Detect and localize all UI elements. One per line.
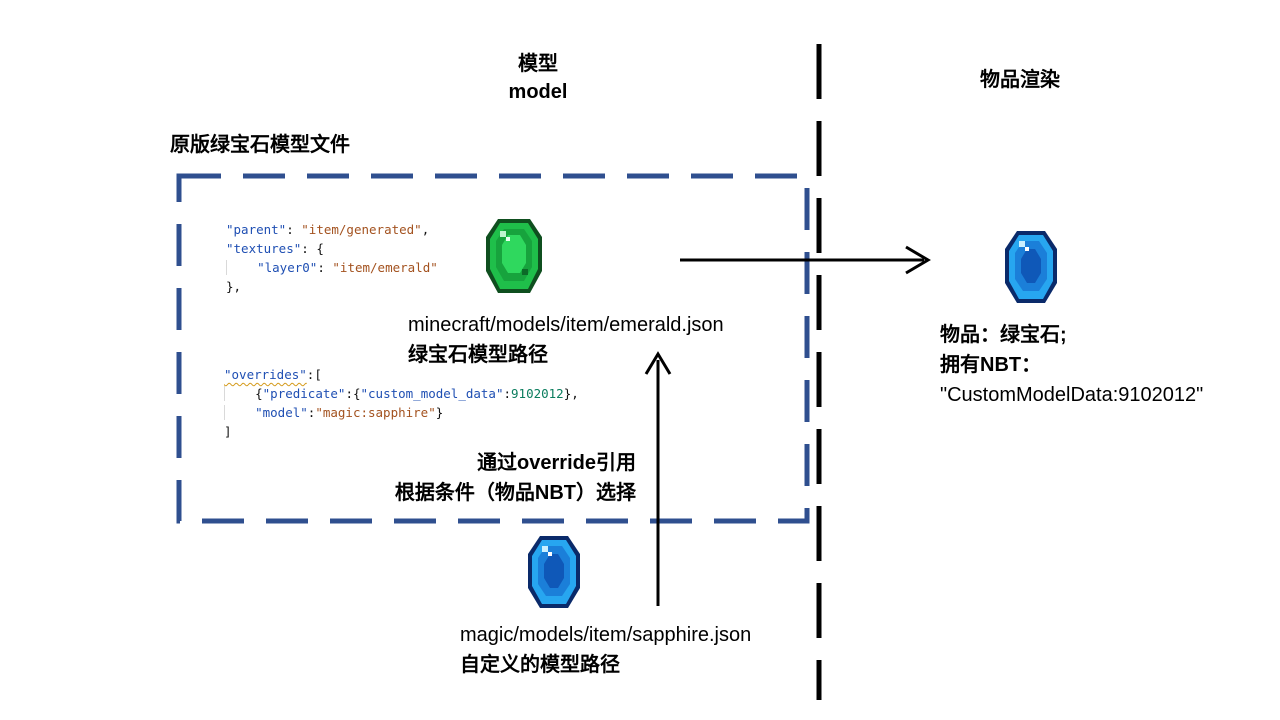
overrides-json-code: "overrides":[ {"predicate":{"custom_mode… xyxy=(224,367,579,439)
emerald-json-code: "parent": "item/generated", "textures": … xyxy=(226,222,438,294)
model-heading-en: model xyxy=(508,81,568,103)
sapphire-path-desc: 自定义的模型路径 xyxy=(460,654,620,676)
code-cmd-value: 9102012 xyxy=(511,386,564,401)
sapphire-path-text: magic/models/item/sapphire.json xyxy=(460,624,752,646)
emerald-path-desc: 绿宝石模型路径 xyxy=(408,344,548,366)
code-parent-value: "item/generated" xyxy=(301,222,422,237)
override-description: 通过override引用 根据条件（物品NBT）选择 xyxy=(340,448,636,508)
emerald-path-label: minecraft/models/item/emerald.json 绿宝石模型… xyxy=(408,310,724,370)
code-parent-key: "parent" xyxy=(226,222,287,237)
vanilla-file-dashed-box xyxy=(176,173,810,524)
override-arrow-head xyxy=(644,351,672,375)
result-line-3: "CustomModelData:9102012" xyxy=(940,384,1204,406)
sapphire-result-gem-icon xyxy=(1005,231,1057,303)
code-overrides-key: "overrides" xyxy=(224,367,307,382)
sapphire-source-gem-icon xyxy=(528,536,580,608)
override-line-1: 通过override引用 xyxy=(477,452,636,474)
code-textures-key: "textures" xyxy=(226,241,302,256)
render-heading: 物品渲染 xyxy=(980,69,1060,91)
code-model-value: "magic:sapphire" xyxy=(315,405,436,420)
render-arrow-head xyxy=(905,245,931,275)
code-model-key: "model" xyxy=(255,405,308,420)
model-heading-zh: 模型 xyxy=(518,53,558,75)
code-cmd-key: "custom_model_data" xyxy=(360,386,504,401)
result-description: 物品：绿宝石; 拥有NBT： "CustomModelData:9102012" xyxy=(940,320,1203,410)
emerald-path-text: minecraft/models/item/emerald.json xyxy=(408,314,724,336)
override-line-2: 根据条件（物品NBT）选择 xyxy=(394,482,636,504)
code-predicate-key: "predicate" xyxy=(262,386,346,401)
code-layer0-key: "layer0" xyxy=(257,260,318,275)
vanilla-file-heading: 原版绿宝石模型文件 xyxy=(170,134,350,156)
code-layer0-value: "item/emerald" xyxy=(332,260,438,275)
result-line-2: 拥有NBT： xyxy=(940,354,1042,376)
model-heading: 模型 model xyxy=(488,50,588,106)
emerald-gem-icon xyxy=(486,219,542,293)
result-line-1: 物品：绿宝石; xyxy=(940,324,1067,346)
sapphire-path-label: magic/models/item/sapphire.json 自定义的模型路径 xyxy=(460,620,751,680)
